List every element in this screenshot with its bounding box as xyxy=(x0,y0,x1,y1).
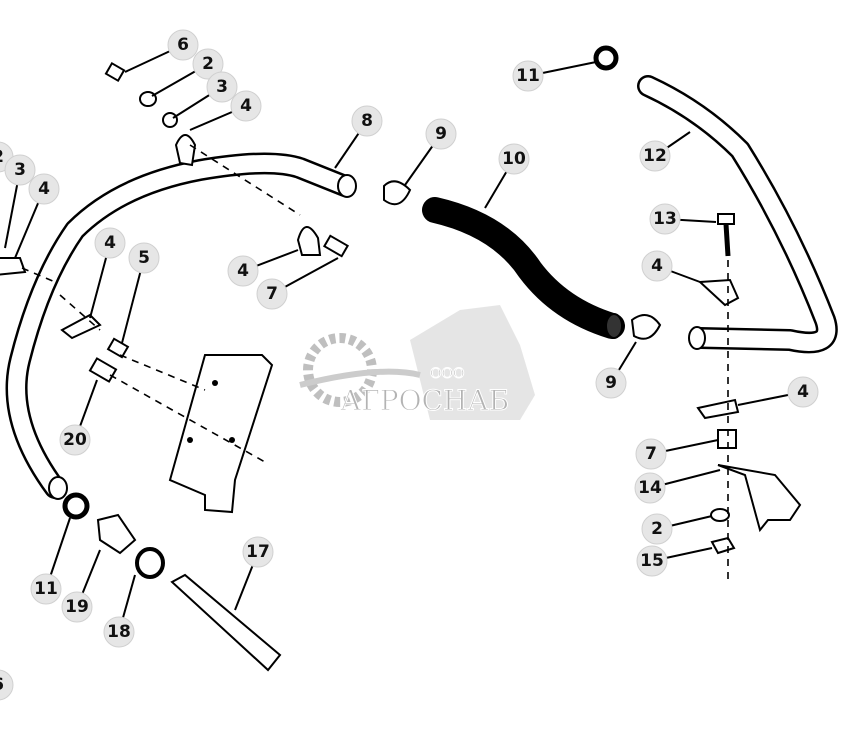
callout-circle xyxy=(256,278,288,310)
callout-number: 4 xyxy=(651,256,663,276)
callout-circle xyxy=(59,424,91,456)
callout-11: 11 xyxy=(30,517,71,605)
callout-number: 4 xyxy=(237,261,249,281)
callout-circle xyxy=(28,173,60,205)
callout-3: 3 xyxy=(172,71,238,119)
callout-number: 9 xyxy=(435,124,447,144)
callout-circle xyxy=(595,367,627,399)
callout-8: 8 xyxy=(334,105,383,169)
right-tube xyxy=(637,75,838,354)
callout-4: 4 xyxy=(14,173,60,259)
callout-number: 20 xyxy=(63,430,87,450)
callout-circle xyxy=(0,669,14,701)
callout-number: 2 xyxy=(651,519,663,539)
callout-13: 13 xyxy=(649,203,717,235)
callout-circle xyxy=(787,376,819,408)
callout-number: 6 xyxy=(0,675,4,695)
callout-7: 7 xyxy=(635,438,719,470)
callout-circle xyxy=(230,90,262,122)
callout-circle xyxy=(227,255,259,287)
callout-4: 4 xyxy=(227,249,299,287)
left-tube xyxy=(5,152,357,500)
callout-circle xyxy=(103,616,135,648)
callout-circle xyxy=(206,71,238,103)
watermark-prefix: ООО xyxy=(430,366,464,382)
callout-number: 4 xyxy=(797,382,809,402)
callout-number: 17 xyxy=(246,542,270,562)
callout-circle xyxy=(649,203,681,235)
callout-circle xyxy=(498,143,530,175)
callout-10: 10 xyxy=(484,143,530,209)
callout-circle xyxy=(634,472,666,504)
callout-circle xyxy=(425,118,457,150)
callout-number: 11 xyxy=(516,66,540,86)
callout-2: 2 xyxy=(151,48,224,97)
callout-number: 4 xyxy=(38,179,50,199)
callout-4: 4 xyxy=(189,90,262,131)
callout-number: 11 xyxy=(34,579,58,599)
callout-number: 14 xyxy=(638,478,662,498)
callout-number: 4 xyxy=(104,233,116,253)
callout-number: 10 xyxy=(502,149,526,169)
callout-2: 2 xyxy=(641,513,713,545)
callout-number: 2 xyxy=(202,54,214,74)
callout-number: 19 xyxy=(65,597,89,617)
callout-circle xyxy=(167,29,199,61)
callout-circle xyxy=(128,242,160,274)
callout-number: 3 xyxy=(216,77,228,97)
callout-circle xyxy=(242,536,274,568)
callout-number: 15 xyxy=(640,551,664,571)
callout-number: 7 xyxy=(645,444,657,464)
callouts: 6234891011121344714215947452011191817234… xyxy=(0,29,819,701)
callout-number: 12 xyxy=(643,146,667,166)
callout-circle xyxy=(641,513,673,545)
callout-number: 4 xyxy=(240,96,252,116)
callout-9: 9 xyxy=(404,118,457,186)
callout-7: 7 xyxy=(256,257,339,310)
callout-circle xyxy=(641,250,673,282)
callout-number: 8 xyxy=(361,111,373,131)
callout-circle xyxy=(94,227,126,259)
callout-circle xyxy=(30,573,62,605)
callout-circle xyxy=(351,105,383,137)
watermark-name: АГРОСНАБ xyxy=(340,384,509,417)
callout-2: 2 xyxy=(0,141,14,173)
callout-14: 14 xyxy=(634,469,721,504)
callout-3: 3 xyxy=(4,154,36,249)
callout-circle xyxy=(636,545,668,577)
callout-4: 4 xyxy=(737,376,819,408)
callout-number: 9 xyxy=(605,373,617,393)
small-parts xyxy=(0,45,802,672)
callout-6: 6 xyxy=(124,29,199,73)
callout-4: 4 xyxy=(89,227,126,319)
callout-circle xyxy=(4,154,36,186)
callout-5: 5 xyxy=(121,242,160,344)
callout-20: 20 xyxy=(59,379,98,456)
callout-4: 4 xyxy=(641,250,701,283)
callout-18: 18 xyxy=(103,574,136,648)
callout-12: 12 xyxy=(639,131,691,172)
callout-15: 15 xyxy=(636,545,713,577)
callout-number: 18 xyxy=(107,622,131,642)
callout-circle xyxy=(192,48,224,80)
callout-number: 3 xyxy=(14,160,26,180)
callout-11: 11 xyxy=(512,60,597,92)
callout-number: 7 xyxy=(266,284,278,304)
watermark-logo: ООО АГРОСНАБ xyxy=(299,305,535,420)
callout-9: 9 xyxy=(595,341,637,399)
callout-circle xyxy=(639,140,671,172)
callout-number: 6 xyxy=(177,35,189,55)
callout-number: 2 xyxy=(0,147,4,167)
callout-number: 5 xyxy=(138,248,150,268)
callout-19: 19 xyxy=(61,549,101,623)
callout-6: 6 xyxy=(0,669,14,701)
callout-circle xyxy=(512,60,544,92)
hose-10 xyxy=(422,197,625,339)
callout-circle xyxy=(635,438,667,470)
callout-17: 17 xyxy=(234,536,274,611)
callout-circle xyxy=(61,591,93,623)
bracket-plate xyxy=(168,354,274,514)
callout-number: 13 xyxy=(653,209,677,229)
